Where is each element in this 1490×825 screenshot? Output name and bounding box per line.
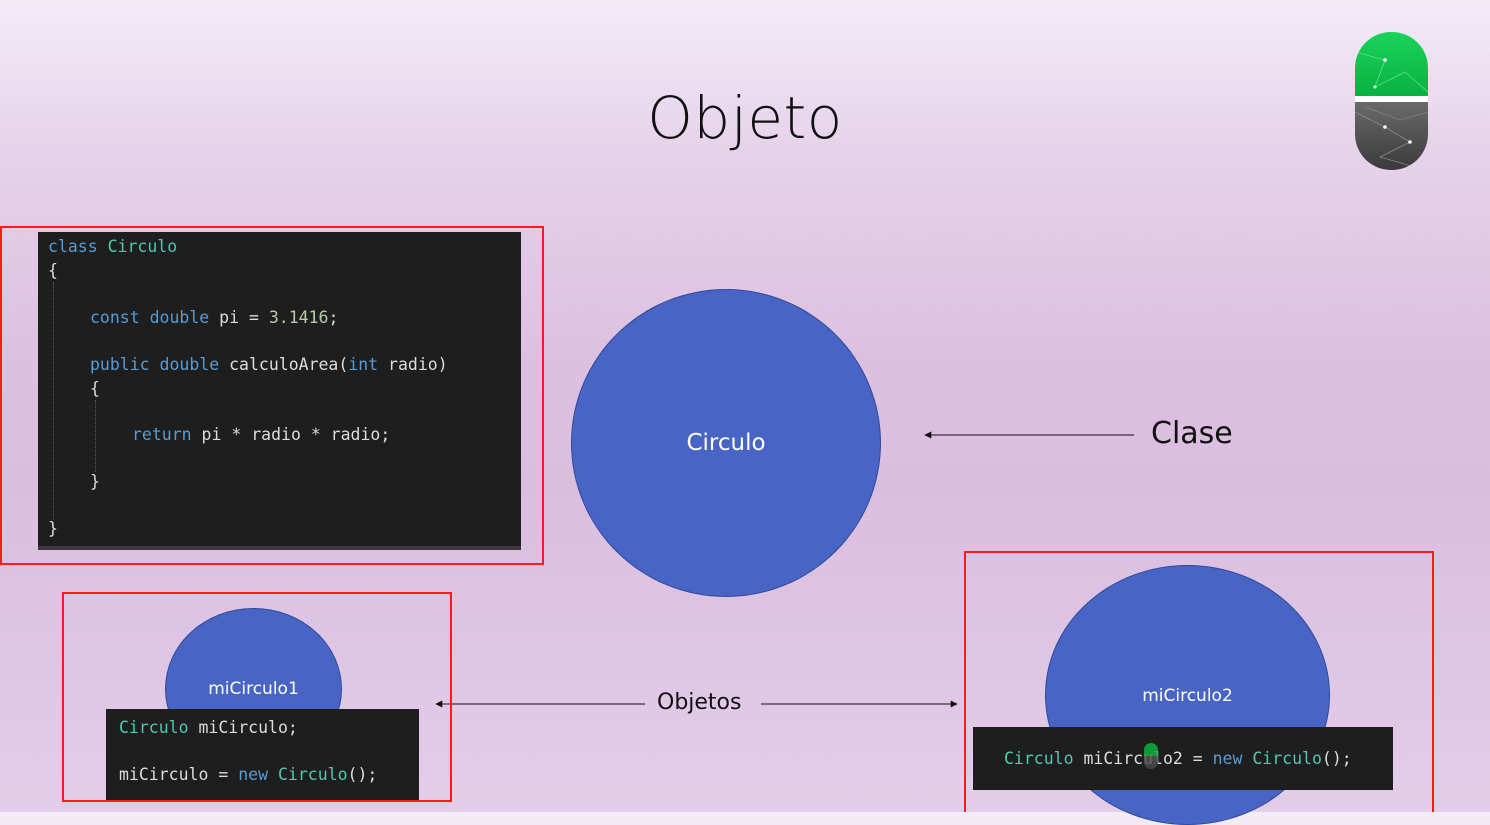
code-line-open-brace: { — [48, 261, 58, 280]
class-code-highlight — [0, 226, 544, 565]
code-keyword: new — [1212, 749, 1243, 768]
code-keyword: double — [159, 355, 220, 374]
code-line-instantiation: miCirculo = new Circulo(); — [119, 764, 377, 786]
object1-code-panel: Circulo miCirculo; miCirculo = new Circu… — [106, 709, 419, 800]
code-keyword: class — [48, 237, 98, 256]
code-text: miCirculo; — [188, 718, 298, 737]
code-type: Circulo — [1004, 749, 1074, 768]
code-line-declaration-instantiation: Circulo miCirculo2 = new Circulo(); — [1004, 748, 1352, 770]
code-text: pi = — [219, 308, 269, 327]
code-text: ; — [328, 308, 339, 327]
code-keyword: new — [238, 765, 269, 784]
code-line-close-brace: } — [48, 519, 58, 538]
slide-title: Objeto — [647, 84, 843, 152]
code-type: Circulo — [277, 765, 348, 784]
code-text: (); — [1321, 749, 1352, 768]
code-type: Circulo — [1252, 749, 1322, 768]
code-line-const: const double pi = 3.1416; — [90, 307, 338, 329]
brand-logo-icon — [1355, 32, 1428, 170]
code-keyword: return — [132, 425, 192, 444]
code-line-class: class Circulo — [48, 236, 177, 258]
code-keyword: double — [149, 308, 210, 327]
code-line-declaration: Circulo miCirculo; — [119, 717, 298, 739]
object1-circle-label: miCirculo1 — [208, 679, 299, 699]
class-circle-label: Circulo — [686, 430, 766, 456]
object1-highlight — [62, 592, 452, 802]
code-line-method-open: { — [90, 379, 100, 398]
code-text: radio) — [378, 355, 448, 374]
code-keyword: public — [90, 355, 150, 374]
code-line-method: public double calculoArea(int radio) — [90, 354, 448, 376]
code-method-name: calculoArea( — [229, 355, 349, 374]
code-text: pi * radio * radio; — [191, 425, 391, 444]
code-line-return: return pi * radio * radio; — [132, 424, 390, 446]
class-code-panel: class Circulo { const double pi = 3.1416… — [38, 232, 521, 550]
object2-code-panel: Circulo miCirculo2 = new Circulo(); — [973, 727, 1393, 790]
objetos-label: Objetos — [657, 690, 742, 715]
clase-label: Clase — [1151, 416, 1233, 451]
object2-highlight — [964, 551, 1434, 812]
indent-guide — [53, 282, 54, 520]
code-line-method-close: } — [90, 472, 100, 491]
object2-circle-label: miCirculo2 — [1142, 686, 1233, 706]
code-keyword: int — [348, 355, 379, 374]
code-number: 3.1416 — [268, 308, 329, 327]
code-type: Circulo — [119, 718, 189, 737]
class-circle: Circulo — [571, 289, 881, 597]
code-text: miCirculo = — [119, 765, 239, 784]
code-text: (); — [347, 765, 378, 784]
watermark-dot-icon — [1144, 743, 1158, 769]
code-keyword: const — [90, 308, 140, 327]
indent-guide — [95, 400, 96, 472]
code-type: Circulo — [107, 237, 178, 256]
